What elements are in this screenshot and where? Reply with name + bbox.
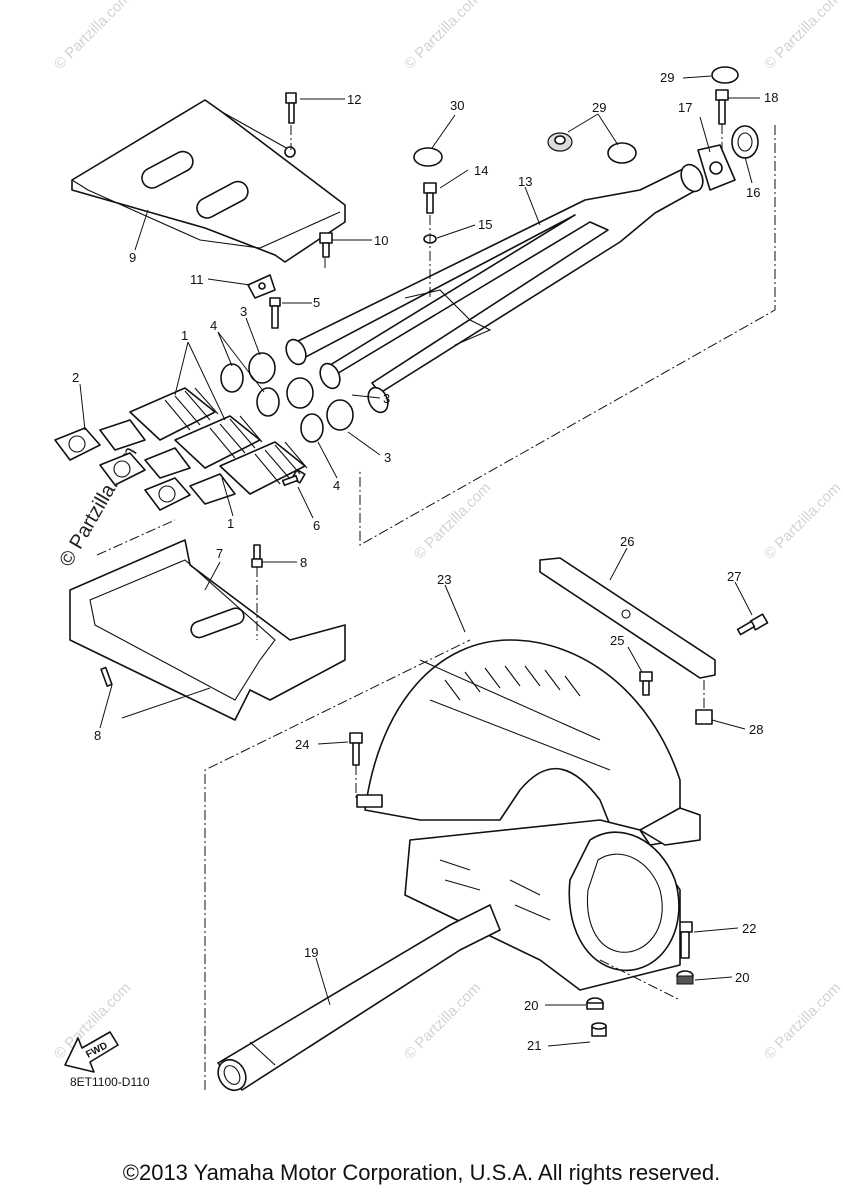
bolt-icon <box>285 92 297 124</box>
callout-label: 1 <box>227 516 234 531</box>
rivets-8 <box>100 544 263 687</box>
callout-label: 30 <box>450 98 464 113</box>
callout-label: 9 <box>129 250 136 265</box>
callout-label: 8 <box>94 728 101 743</box>
gasket-16 <box>731 125 759 159</box>
callout-label: 11 <box>190 272 204 287</box>
bolt-icon <box>319 232 333 258</box>
bolts <box>269 89 729 487</box>
stay-26 <box>539 557 716 679</box>
callout-label: 10 <box>374 233 388 248</box>
diagram-code: 8ET1100-D110 <box>70 1075 150 1089</box>
callout-label: 16 <box>746 185 760 200</box>
callout-label: 3 <box>384 450 391 465</box>
callout-label: 23 <box>437 572 451 587</box>
callout-label: 29 <box>660 70 674 85</box>
gaskets-2 <box>54 427 191 511</box>
callout-label: 14 <box>474 163 488 178</box>
assembly-outlines <box>96 125 776 1090</box>
leader-lines <box>79 75 760 1047</box>
callout-label: 8 <box>300 555 307 570</box>
callout-label: 29 <box>592 100 606 115</box>
clamp-17 <box>697 144 736 191</box>
copyright-notice: ©2013 Yamaha Motor Corporation, U.S.A. A… <box>122 1160 721 1185</box>
callout-label: 20 <box>524 998 538 1013</box>
heat-shield-lower <box>69 539 346 721</box>
callout-label: 6 <box>313 518 320 533</box>
callout-label: 26 <box>620 534 634 549</box>
callout-label: 2 <box>72 370 79 385</box>
watermark-text: © Partzilla.com <box>761 479 843 562</box>
rubber-caps <box>413 66 739 167</box>
callout-label: 20 <box>735 970 749 985</box>
tail-pipe-19 <box>217 904 501 1092</box>
bolt-icon <box>269 297 281 329</box>
callout-label: 3 <box>240 304 247 319</box>
exhaust-pipe-13 <box>285 163 704 414</box>
rings-4-clamps-3 <box>220 352 354 443</box>
watermark-text: © Partzilla.com <box>761 979 843 1062</box>
callout-label: 5 <box>313 295 320 310</box>
bracket-11 <box>247 274 276 299</box>
callout-labels: 1 1 2 3 3 3 4 4 5 6 7 8 8 9 10 11 12 13 … <box>72 70 778 1053</box>
callout-label: 4 <box>333 478 340 493</box>
callout-label: 1 <box>181 328 188 343</box>
bolt-icon <box>715 89 729 125</box>
callout-label: 28 <box>749 722 763 737</box>
watermark-text: © Partzilla.com <box>401 0 484 73</box>
washers-collar <box>586 970 694 1037</box>
callout-label: 12 <box>347 92 361 107</box>
callout-label: 3 <box>383 391 390 406</box>
callout-label: 4 <box>210 318 217 333</box>
callout-label: 17 <box>678 100 692 115</box>
bolt-icon <box>423 182 437 214</box>
callout-label: 19 <box>304 945 318 960</box>
callout-label: 7 <box>216 546 223 561</box>
callout-label: 22 <box>742 921 756 936</box>
watermark-text: © Partzilla.com <box>761 0 843 73</box>
flex-pipes-1 <box>99 387 308 505</box>
watermark-text: © Partzilla.com <box>51 0 134 73</box>
watermark-text: © Partzilla.com <box>401 979 484 1062</box>
bolt-icon <box>281 468 306 487</box>
fwd-arrow-icon: FWD <box>64 1031 119 1073</box>
heat-shield-upper <box>71 99 346 263</box>
callout-label: 24 <box>295 737 309 752</box>
callout-label: 27 <box>727 569 741 584</box>
callout-label: 25 <box>610 633 624 648</box>
muffler-cover-23 <box>356 639 681 851</box>
callout-label: 15 <box>478 217 492 232</box>
callout-label: 18 <box>764 90 778 105</box>
watermark-text: © Partzilla.com <box>411 479 494 562</box>
callout-label: 21 <box>527 1038 541 1053</box>
muffler-body <box>404 807 701 991</box>
callout-label: 13 <box>518 174 532 189</box>
